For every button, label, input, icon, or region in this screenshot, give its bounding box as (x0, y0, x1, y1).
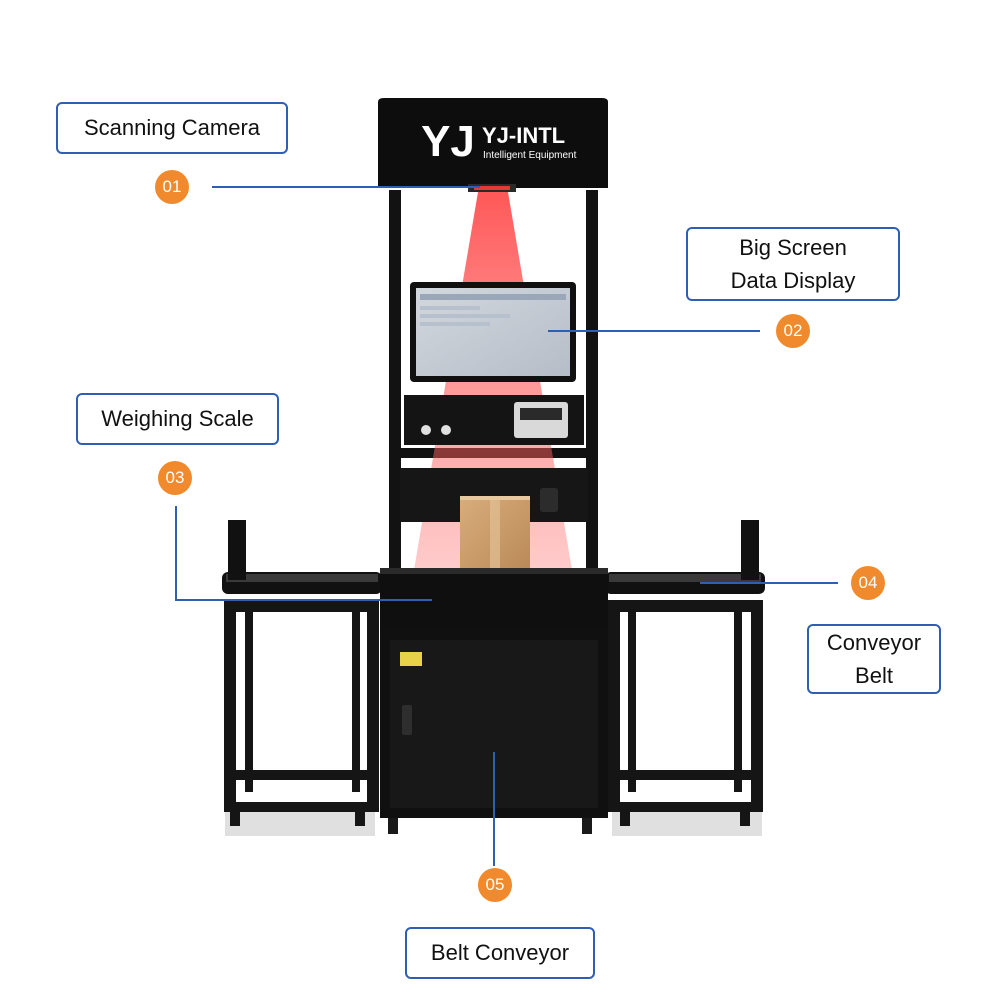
brand-header (378, 98, 608, 192)
callout-badge-04: 04 (851, 566, 885, 600)
callout-label-text: Conveyor (826, 630, 922, 655)
callout-label-big-screen: Big Screen Data Display (686, 227, 900, 301)
base-cabinet (380, 628, 608, 834)
callout-label-text: Weighing Scale (101, 406, 254, 431)
callout-badge-03: 03 (158, 461, 192, 495)
parcel-box (460, 496, 530, 572)
callout-badge-02: 02 (776, 314, 810, 348)
control-panel (404, 395, 584, 445)
callout-label-text: Scanning Camera (83, 115, 261, 140)
brand-tagline: Intelligent Equipment (483, 150, 577, 161)
brand-logo: YJ (421, 117, 475, 166)
right-conveyor-belt (605, 520, 765, 594)
big-screen (410, 282, 576, 382)
callout-label-text: Big Screen (739, 235, 847, 260)
callout-label-text: Belt (855, 663, 893, 688)
callout-label-text: Data Display (730, 268, 856, 293)
callout-label-conveyor-belt: Conveyor Belt (807, 624, 941, 694)
right-conveyor-stand (608, 600, 763, 826)
left-conveyor-belt (222, 520, 382, 594)
callout-label-scanning-camera: Scanning Camera (56, 102, 288, 154)
brand-name: YJ-INTL (482, 123, 566, 148)
leader-line-03 (175, 506, 432, 601)
callout-label-weighing-scale: Weighing Scale (76, 393, 279, 445)
callout-label-belt-conveyor: Belt Conveyor (405, 927, 595, 979)
callout-label-text: Belt Conveyor (430, 940, 570, 965)
callout-badge-05: 05 (478, 868, 512, 902)
floor-shadow (225, 812, 762, 836)
callout-badge-01: 01 (155, 170, 189, 204)
weighing-platform (380, 568, 608, 628)
left-conveyor-stand (224, 600, 379, 826)
